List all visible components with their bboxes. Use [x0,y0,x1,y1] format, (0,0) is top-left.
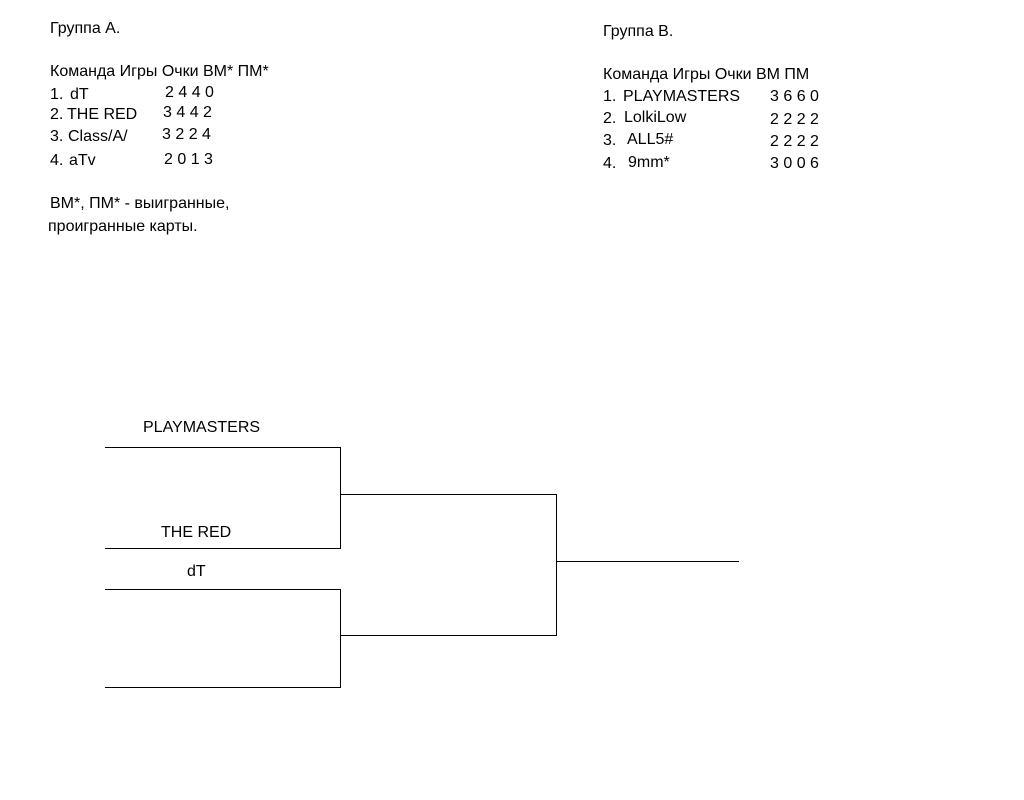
bracket-sf1-connector [340,447,341,549]
group-a-row-4-rank: 4. [50,152,64,169]
group-b-row-1-stats: 3 6 6 0 [770,88,819,105]
bracket-sf1-top-team: PLAYMASTERS [143,419,261,436]
group-a-row-2-rank: 2. [50,106,64,123]
bracket-sf2-top-slot [105,589,341,590]
group-a-row-3-team: Class/A/ [68,128,128,145]
group-a-row-3-rank: 3. [50,128,64,145]
bracket-sf1-winner-slot [340,494,557,495]
bracket-sf2-bottom-slot [105,687,341,688]
bracket-sf1-top-slot [105,447,341,448]
group-b-row-2-rank: 2. [603,110,617,127]
bracket-sf2-top-team: dT [187,563,206,580]
group-a-row-1-stats: 2 4 4 0 [165,84,214,101]
group-a-row-1-rank: 1. [50,86,64,103]
group-a-row-3-stats: 3 2 2 4 [162,126,211,143]
group-b-row-4-rank: 4. [603,155,617,172]
bracket-sf1-bottom-team: THE RED [161,524,232,541]
group-a-row-2-team: THE RED [67,106,138,123]
group-b-row-3-rank: 3. [603,132,617,149]
group-b-row-2-stats: 2 2 2 2 [770,111,819,128]
group-a-note-line-1: ВМ*, ПМ* - выигранные, [50,195,230,212]
group-a-row-4-stats: 2 0 1 3 [164,151,213,168]
group-a-row-1-team: dT [70,86,89,103]
group-b-row-4-stats: 3 0 0 6 [770,155,819,172]
group-a-row-2-stats: 3 4 4 2 [163,104,212,121]
group-a-header: Команда Игры Очки ВМ* ПМ* [50,63,269,80]
group-b-row-3-team: ALL5# [627,131,674,148]
group-a-row-4-team: aTv [69,152,96,169]
bracket-sf1-bottom-slot [105,548,341,549]
group-b-title: Группа В. [603,23,674,40]
bracket-final-connector [556,494,557,636]
group-b-row-1-team: PLAYMASTERS [623,88,741,105]
group-b-row-4-team: 9mm* [628,154,670,171]
bracket-final-winner-slot [556,561,739,562]
group-b-row-2-team: LolkiLow [624,109,687,126]
group-b-row-1-rank: 1. [603,88,617,105]
group-a-title: Группа А. [50,20,121,37]
group-a-note-line-2: проигранные карты. [48,218,198,235]
bracket-sf2-winner-slot [340,635,557,636]
bracket-sf2-connector [340,589,341,688]
group-b-header: Команда Игры Очки ВМ ПМ [603,66,810,83]
group-b-row-3-stats: 2 2 2 2 [770,133,819,150]
